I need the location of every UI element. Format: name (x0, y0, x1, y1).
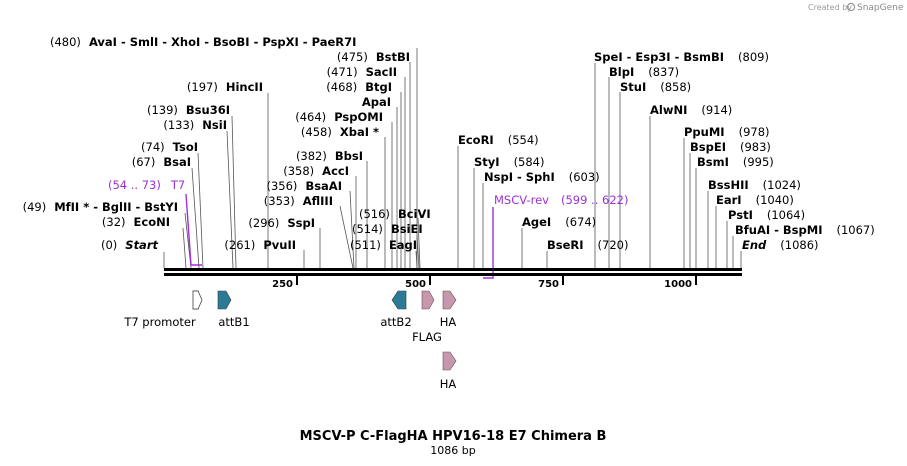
site-label: (32)EcoNI (102, 215, 170, 229)
site-label: (471)SacII (327, 65, 397, 79)
site-label: PpuMI(978) (684, 125, 770, 139)
primer-name: T7 (170, 178, 185, 192)
feature-label-ha: HA (440, 315, 457, 329)
attb1-arrow-icon (217, 290, 232, 310)
site-label: (74)TsoI (141, 140, 198, 154)
t7-promoter-arrow-icon (192, 290, 203, 310)
site-labels-left: (480)AvaI - SmlI - XhoI - BsoBI - PspXI … (23, 35, 410, 252)
map-length: 1086 bp (430, 444, 475, 457)
site-label: SpeI - Esp3I - BsmBI(809) (594, 50, 769, 64)
site-label: (133)NsiI (163, 118, 227, 132)
feature-label-ha: HA (440, 377, 457, 391)
site-label: (358)AccI (283, 164, 349, 178)
site-labels-right: (516)BciVI (514)BsiEI (511)EagI EcoRI(55… (350, 50, 875, 252)
site-label: (356)BsaAI (267, 179, 343, 193)
site-label: NspI - SphI(603) (484, 170, 600, 184)
watermark-prefix: Created by (808, 3, 852, 12)
map-title: MSCV-P C-FlagHA HPV16-18 E7 Chimera B (300, 429, 607, 444)
primer-t7: (54 .. 73) T7 (108, 178, 202, 266)
site-label: (67)BsaI (132, 155, 191, 169)
primer-range: (54 .. 73) (108, 178, 161, 192)
site-label: (49)MfII * - BglII - BstYI (23, 200, 178, 214)
site-label: (480)AvaI - SmlI - XhoI - BsoBI - PspXI … (50, 35, 356, 49)
site-label: (468)BtgI (326, 80, 392, 94)
site-label: BspEI(983) (690, 140, 771, 154)
feature-label-t7-promoter: T7 promoter (123, 315, 196, 329)
ruler-tick-label: 500 (405, 279, 426, 290)
site-label: (353)AflIII (264, 194, 333, 208)
bottom-strand (164, 273, 742, 276)
svg-text:MSCV-rev(599 .. 622): MSCV-rev (599 .. 622) (494, 193, 628, 207)
site-label: (0)Start (101, 238, 159, 252)
feature-label-attb1: attB1 (218, 315, 249, 329)
primer-t7-arrow (185, 193, 202, 266)
primer-range: (599 .. 622) (561, 193, 629, 207)
site-label: (464)PspOMI (295, 110, 383, 124)
site-label: StuI(858) (620, 80, 691, 94)
site-label: StyI(584) (474, 155, 545, 169)
feature-label-attb2: attB2 (380, 315, 411, 329)
attb2-arrow-icon (391, 290, 407, 310)
ruler-tick-label: 1000 (664, 279, 692, 290)
site-label: BlpI(837) (609, 65, 679, 79)
snapgene-logo-icon (846, 2, 856, 12)
primer-mscv-rev: MSCV-rev (599 .. 622) (483, 193, 628, 279)
bp-ruler: 250 500 750 1000 (272, 276, 697, 290)
site-label: EarI(1040) (716, 193, 794, 207)
site-label: PstI(1064) (728, 208, 805, 222)
site-label: (458)XbaI * (301, 125, 379, 139)
watermark-brand: SnapGene (857, 3, 904, 13)
site-label: End(1086) (742, 238, 819, 252)
site-label: (475)BstBI (337, 50, 410, 64)
site-label: BseRI(720) (547, 238, 628, 252)
dna-backbone (164, 268, 742, 276)
ha-arrow-icon (442, 351, 457, 371)
site-label: (261)PvuII (224, 238, 296, 252)
site-label: (197)HincII (187, 80, 263, 94)
ruler-tick-label: 750 (538, 279, 559, 290)
cut-site-lines (163, 48, 742, 269)
site-label: (511)EagI (350, 238, 417, 252)
primer-name: MSCV-rev (494, 193, 549, 207)
site-label: ApaI (362, 95, 391, 109)
site-label: EcoRI(554) (458, 133, 539, 147)
svg-text:(54 .. 73)T7: (54 .. 73) T7 (108, 178, 185, 192)
snapgene-watermark: Created by SnapGene (808, 2, 904, 13)
flag-arrow-icon (421, 290, 435, 310)
feature-label-flag: FLAG (412, 330, 442, 344)
site-label: BfuAI - BspMI(1067) (735, 223, 875, 237)
site-label: BsmI(995) (697, 155, 774, 169)
site-label: BssHII(1024) (708, 178, 801, 192)
ruler-tick-label: 250 (272, 279, 293, 290)
site-label: (382)BbsI (296, 149, 363, 163)
site-label: (296)SspI (248, 216, 315, 230)
site-label: (139)Bsu36I (147, 103, 230, 117)
top-strand (164, 268, 742, 271)
site-label: (516)BciVI (359, 207, 431, 221)
site-label: AgeI(674) (522, 215, 596, 229)
site-label: (514)BsiEI (352, 222, 423, 236)
features: T7 promoter attB1 attB2 FLAG HA HA (123, 290, 457, 391)
ha-arrow-icon (442, 290, 457, 310)
site-label: AlwNI(914) (650, 103, 732, 117)
primer-mscv-rev-arrow (483, 207, 494, 279)
